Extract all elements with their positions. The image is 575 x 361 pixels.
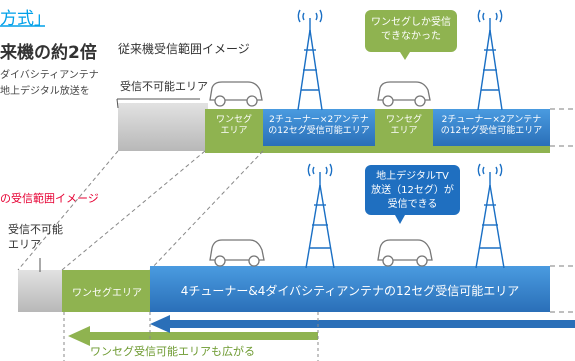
new-no-reception-label: 受信不可能 エリア	[8, 223, 63, 251]
new-no-reception-block	[18, 270, 64, 312]
old-oneseg-label-2: ワンセグ エリア	[385, 115, 422, 136]
new-fullseg-label: 4チューナー&4ダイバシティアンテナの12セグ受信可能エリア	[180, 284, 520, 298]
new-callout-text: 地上デジタルTV 放送（12セグ）が 受信できる	[371, 171, 454, 210]
old-fullseg-label-1: 2チューナー×2アンテナ の12セグ受信可能エリア	[268, 115, 370, 136]
blue-expand-arrow	[150, 315, 575, 333]
new-fullseg-bar	[150, 266, 550, 312]
old-green-strip	[205, 144, 550, 153]
old-oneseg-bar-1	[205, 109, 263, 146]
old-tower-2	[477, 9, 503, 111]
old-callout-text: ワンセグしか受信 できなかった	[371, 17, 451, 42]
new-tower-1	[305, 163, 335, 269]
new-tower-2	[475, 163, 505, 269]
title-fragment: 方式」	[0, 9, 51, 29]
new-oneseg-label: ワンセグエリア	[72, 288, 142, 299]
old-callout-bubble	[365, 10, 457, 52]
desc-line-2: 地上デジタル放送を	[0, 86, 90, 97]
old-fullseg-bar-2	[433, 109, 550, 146]
old-section-title: 従来機受信範囲イメージ	[118, 42, 250, 56]
desc-line-1: ダイバシティアンテナ	[0, 70, 99, 81]
old-no-reception-block	[118, 103, 208, 151]
new-car-1	[209, 239, 265, 267]
headline-fragment: 来機の約2倍	[0, 43, 97, 63]
footer-arrow-label: ワンセグ受信可能エリアも広がる	[90, 345, 255, 358]
new-oneseg-bar	[62, 270, 152, 312]
old-no-reception-label: 受信不可能エリア	[120, 80, 208, 93]
old-oneseg-label-1: ワンセグ エリア	[215, 115, 252, 136]
green-expand-arrow	[68, 326, 318, 346]
old-car-2	[377, 81, 431, 107]
old-fullseg-bar-1	[263, 109, 375, 146]
old-tower-1	[297, 9, 323, 111]
new-section-title: の受信範囲イメージ	[0, 192, 99, 205]
old-oneseg-bar-2	[375, 109, 433, 146]
new-car-2	[377, 239, 433, 267]
old-car-1	[209, 81, 263, 107]
new-callout-bubble	[365, 165, 460, 215]
old-fullseg-label-2: 2チューナー×2アンテナ の12セグ受信可能エリア	[440, 115, 543, 136]
